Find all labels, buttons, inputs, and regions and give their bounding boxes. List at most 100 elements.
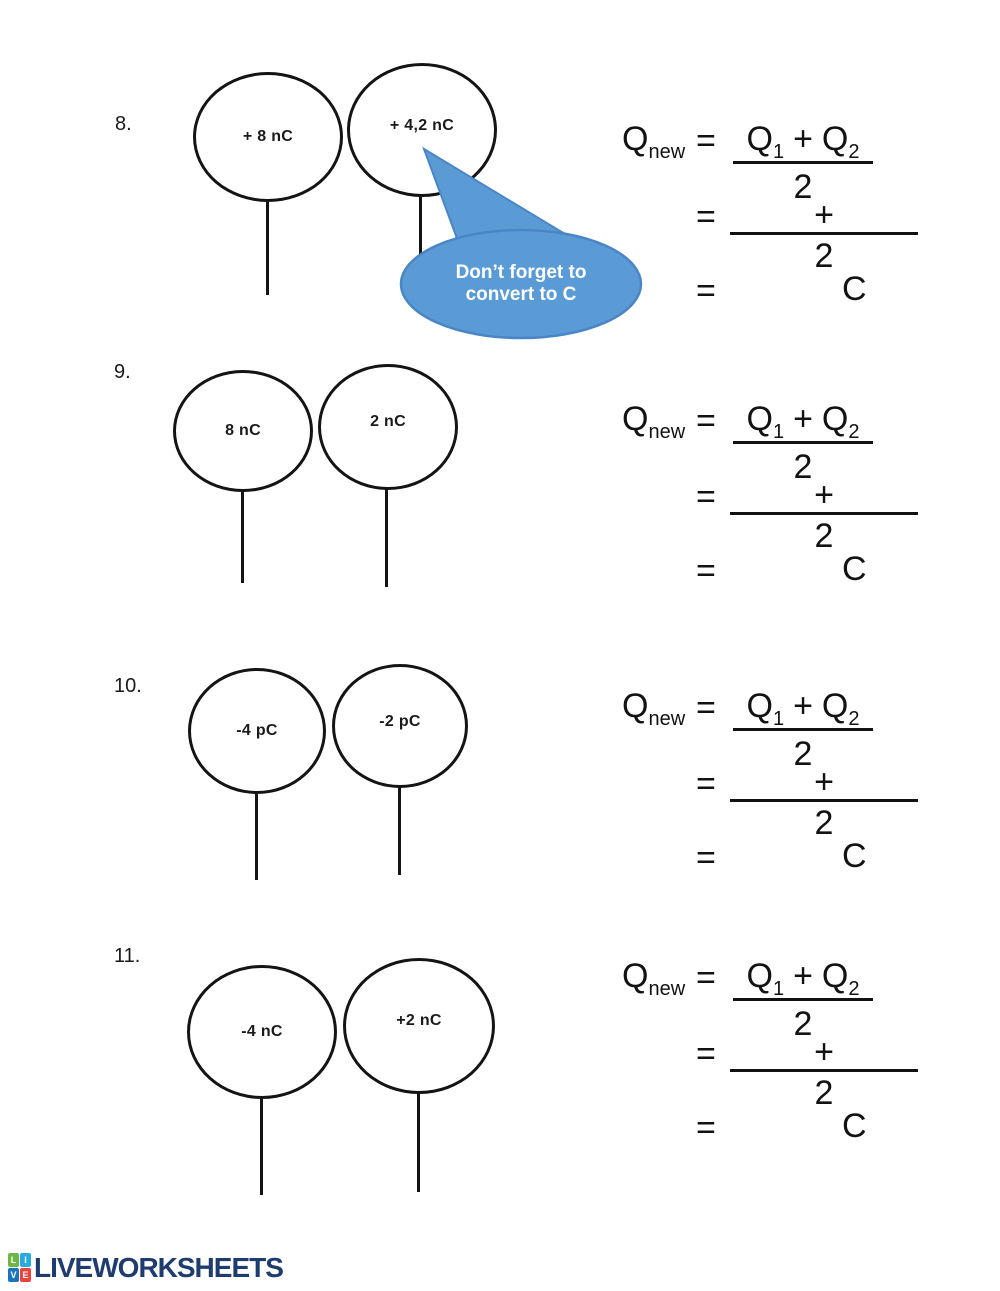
sphere-stand-right xyxy=(385,488,388,587)
numerator-q1-plus-q2: Q1+Q2 xyxy=(733,122,873,164)
answer-blank-result[interactable] xyxy=(738,1105,838,1139)
unit-coulomb: C xyxy=(842,550,867,588)
problem-number: 9. xyxy=(114,361,131,383)
numerator-q1-plus-q2: Q1+ Q 2 xyxy=(733,402,873,444)
q2-symbol: Q2 xyxy=(822,957,860,999)
answer-blank-q1[interactable] xyxy=(732,763,816,795)
equals-sign: = xyxy=(696,272,716,310)
sphere-stand-left xyxy=(241,490,244,583)
qnew-symbol: Qnew xyxy=(622,959,685,999)
logo-tile-l: L xyxy=(8,1253,19,1267)
equals-sign: = xyxy=(696,839,716,877)
q2-subscript: 2 xyxy=(848,140,860,163)
problem-number: 8. xyxy=(115,113,132,135)
answer-plus-sign: + xyxy=(814,196,834,234)
q1-symbol: Q1 xyxy=(746,687,784,729)
answer-plus-sign: + xyxy=(814,1033,834,1071)
q-letter: Q xyxy=(821,687,849,725)
qnew-symbol: Qnew xyxy=(622,687,685,729)
denominator-2: 2 xyxy=(814,1074,834,1112)
bubble-text-line2: convert to C xyxy=(466,284,577,305)
problem-number: 11. xyxy=(114,945,141,967)
equals-sign: = xyxy=(696,402,716,440)
charged-sphere-right: -2 pC xyxy=(332,664,468,788)
unit-coulomb: C xyxy=(842,837,867,875)
q-letter: Q xyxy=(622,687,649,725)
plus-sign: + xyxy=(793,400,813,438)
denominator-2: 2 xyxy=(814,517,834,555)
bubble-text-line1: Don’t forget to xyxy=(456,262,587,283)
q2-symbol: Q2 xyxy=(821,687,860,729)
sphere-stand-right xyxy=(398,786,401,875)
q-letter: Q xyxy=(821,120,849,158)
sphere-stand-right xyxy=(419,195,422,262)
charge-label: 8 nC xyxy=(225,422,261,439)
charged-sphere-right: 2 nC xyxy=(318,364,458,490)
liveworksheets-logo-link[interactable]: L I V E LIVEWORKSHEETS xyxy=(8,1251,284,1283)
formula-block: Qnew = Q1+ Q 2 2 = + 2 = C xyxy=(620,402,950,592)
fraction-bar xyxy=(730,1069,918,1072)
unit-coulomb: C xyxy=(842,270,867,308)
charge-label: -4 pC xyxy=(236,722,278,739)
q1-subscript: 1 xyxy=(772,707,785,730)
q-letter: Q xyxy=(746,687,773,725)
denominator-2: 2 xyxy=(793,448,813,486)
qnew-subscript: new xyxy=(648,707,686,730)
plus-sign: + xyxy=(793,120,813,158)
formula-block: Qnew = Q1+Q2 2 = + 2 = C xyxy=(620,122,950,312)
charge-label: -2 pC xyxy=(379,713,421,730)
equals-sign: = xyxy=(696,122,716,160)
numerator-q1-plus-q2: Q1+Q2 xyxy=(733,959,873,1001)
unit-coulomb: C xyxy=(842,1107,867,1145)
equals-sign: = xyxy=(696,689,716,727)
charge-label: +2 nC xyxy=(396,1012,442,1029)
equals-sign: = xyxy=(696,1035,716,1073)
equals-sign: = xyxy=(696,959,716,997)
charge-label: -4 nC xyxy=(241,1023,283,1040)
q1-subscript: 1 xyxy=(772,140,785,163)
numerator-q1-plus-q2: Q1+Q2 xyxy=(733,689,873,731)
fraction-bar xyxy=(730,799,918,802)
answer-blank-result[interactable] xyxy=(738,268,838,302)
q-letter: Q xyxy=(746,120,773,158)
answer-blank-q2[interactable] xyxy=(834,763,918,795)
answer-blank-q1[interactable] xyxy=(732,476,816,508)
answer-blank-q2[interactable] xyxy=(834,1033,918,1065)
q-letter: Q xyxy=(622,120,649,158)
charged-sphere-left: + 8 nC xyxy=(193,72,343,202)
logo-tile-v: V xyxy=(8,1268,19,1282)
qnew-subscript: new xyxy=(648,140,686,163)
answer-blank-result[interactable] xyxy=(738,835,838,869)
equals-sign: = xyxy=(696,478,716,516)
answer-blank-q1[interactable] xyxy=(732,1033,816,1065)
denominator-2: 2 xyxy=(814,804,834,842)
q1-subscript: 1 xyxy=(772,420,785,443)
equals-sign: = xyxy=(696,552,716,590)
charged-sphere-left: -4 nC xyxy=(187,965,337,1099)
q1-symbol: Q1 xyxy=(746,957,784,999)
plus-sign: + xyxy=(793,957,813,995)
q2-subscript: 2 xyxy=(848,420,860,443)
answer-blank-q2[interactable] xyxy=(834,476,918,508)
q-letter: Q xyxy=(746,957,773,995)
q-letter: Q xyxy=(746,400,773,438)
q2-subscript: 2 xyxy=(848,707,860,730)
q2-subscript: 2 xyxy=(848,977,860,1000)
q1-symbol: Q1 xyxy=(746,400,784,442)
speech-bubble-body xyxy=(399,228,643,340)
qnew-symbol: Qnew xyxy=(622,402,685,442)
qnew-subscript: new xyxy=(648,977,686,1000)
charge-label: 2 nC xyxy=(370,413,406,430)
sphere-stand-right xyxy=(417,1092,420,1192)
logo-tile-i: I xyxy=(20,1253,31,1267)
fraction-bar xyxy=(730,512,918,515)
liveworksheets-brand-text: LIVEWORKSHEETS xyxy=(34,1251,284,1283)
answer-blank-q1[interactable] xyxy=(732,196,816,228)
denominator-2: 2 xyxy=(814,237,834,275)
charged-sphere-right: +2 nC xyxy=(343,958,495,1094)
equals-sign: = xyxy=(696,198,716,236)
answer-blank-result[interactable] xyxy=(738,548,838,582)
charge-label: + 8 nC xyxy=(242,128,294,145)
answer-blank-q2[interactable] xyxy=(834,196,918,228)
